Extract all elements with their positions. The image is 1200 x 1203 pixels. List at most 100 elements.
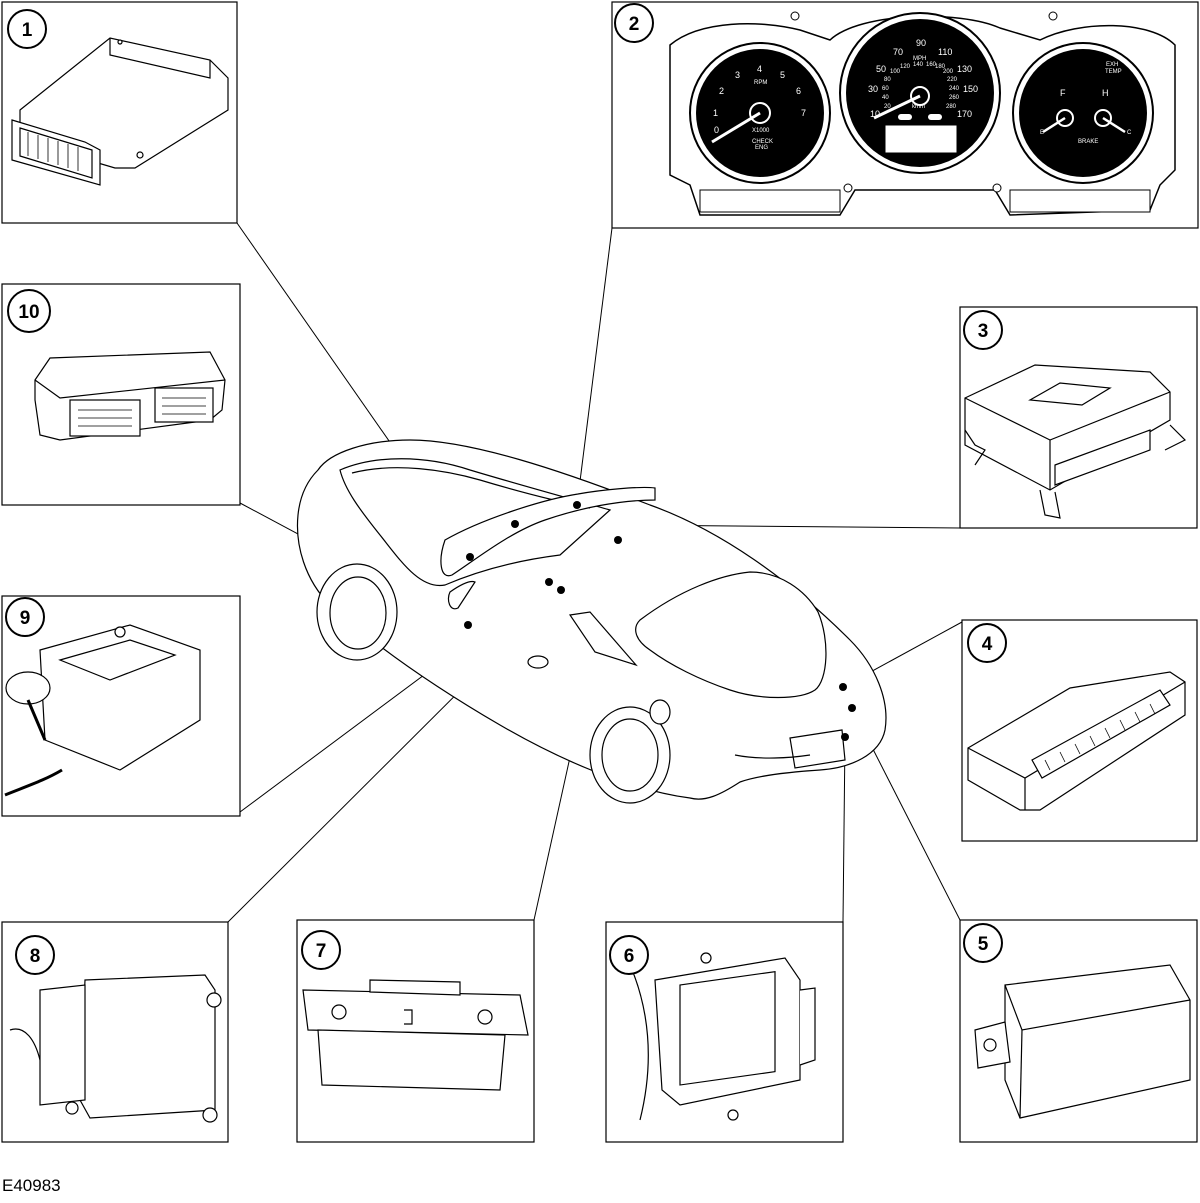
dot-6 — [841, 733, 849, 741]
car-side-vent — [527, 655, 549, 669]
module5-corner — [1019, 1029, 1023, 1119]
speedo-kmh-140: 140 — [913, 62, 924, 68]
control-module-5 — [974, 964, 1191, 1119]
speedo-mph-70: 70 — [893, 47, 903, 57]
speedo-kmh-180: 180 — [935, 64, 946, 70]
callout-3-label: 3 — [978, 321, 989, 342]
cluster-screw-left — [843, 183, 853, 193]
fuel-empty-label: E — [1040, 130, 1044, 136]
speedo-kmh-20: 20 — [884, 104, 891, 110]
callout-2-label: 2 — [629, 14, 640, 35]
module4-connector — [1031, 689, 1171, 779]
dot-5 — [848, 704, 856, 712]
dot-9 — [545, 578, 553, 586]
cluster-bracket-left — [699, 189, 841, 213]
car-sidelight — [649, 699, 671, 725]
callout-1: 1 — [7, 9, 47, 49]
callout-6: 6 — [609, 935, 649, 975]
speedo-mph-10: 10 — [870, 109, 880, 119]
selector-bolt — [114, 626, 126, 638]
dot-4 — [839, 683, 847, 691]
control-module-10 — [34, 351, 226, 441]
callout-6-label: 6 — [624, 946, 635, 967]
odometer-display — [885, 125, 957, 153]
engine-control-module — [11, 37, 229, 186]
selector-gate — [58, 639, 177, 681]
temp-needle — [1102, 116, 1126, 134]
tach-label-2: 2 — [719, 86, 724, 96]
callout-10-label: 10 — [18, 302, 39, 323]
tach-x1000-label: X1000 — [752, 128, 770, 134]
callout-5-label: 5 — [978, 934, 989, 955]
module7-nut-right — [477, 1009, 493, 1025]
module10-pins — [78, 397, 206, 427]
module8-wire — [9, 1028, 41, 1061]
control-module-8 — [9, 974, 222, 1123]
dot-2 — [573, 501, 581, 509]
speedo-kmh-200: 200 — [943, 69, 954, 75]
module10-top-edge — [34, 379, 226, 399]
speedo-kmh-100: 100 — [890, 69, 901, 75]
callout-4-label: 4 — [982, 634, 993, 655]
module7-housing — [317, 1029, 506, 1091]
speedo-mph-150: 150 — [963, 84, 978, 94]
ecm-bolt-top — [117, 39, 123, 45]
dot-10 — [464, 621, 472, 629]
ecm-pins — [27, 132, 79, 171]
callout-3: 3 — [963, 310, 1003, 350]
module3-housing — [964, 364, 1171, 491]
fuel-full-label: F — [1060, 88, 1066, 98]
car-outline — [296, 439, 887, 804]
speedo-kmh-80: 80 — [884, 77, 891, 83]
speedo-kmh-240: 240 — [949, 86, 960, 92]
module4-pins — [1044, 703, 1156, 771]
speedo-kmh-280: 280 — [946, 104, 957, 110]
speedo-mph-170: 170 — [957, 109, 972, 119]
gear-selector-module — [4, 624, 201, 797]
module3-bracket-left — [964, 429, 986, 466]
module6-connector — [799, 987, 816, 1066]
control-module-3 — [964, 364, 1187, 519]
speedo-kmh-60: 60 — [882, 86, 889, 92]
ecm-top-edge — [109, 38, 211, 79]
callout-5: 5 — [963, 923, 1003, 963]
module7-nut-left — [331, 1004, 347, 1020]
fuel-needle — [1042, 116, 1066, 134]
module8-bolt-left — [65, 1101, 79, 1115]
speedo-mph-30: 30 — [868, 84, 878, 94]
speedo-kmh-40: 40 — [882, 95, 889, 101]
tach-label-7: 7 — [801, 108, 806, 118]
speedo-kmh-120: 120 — [900, 64, 911, 70]
module3-bracket-bottom — [1039, 489, 1061, 519]
tach-rpm-label: RPM — [754, 80, 767, 86]
module6-label — [679, 970, 776, 1086]
module7-clip — [404, 1009, 413, 1025]
module6-bolt-bottom — [727, 1109, 739, 1121]
cluster-screw-top-right — [1048, 11, 1058, 21]
tach-label-4: 4 — [757, 64, 762, 74]
leader-line-2 — [576, 227, 613, 506]
speedo-kmh-160: 160 — [926, 62, 937, 68]
leader-line-6 — [842, 736, 846, 923]
speedo-kmh-220: 220 — [947, 77, 958, 83]
car-front-wheel-inner — [601, 718, 659, 792]
cluster-screw-right — [992, 183, 1002, 193]
control-module-6 — [619, 944, 816, 1121]
dot-7 — [614, 536, 622, 544]
speedo-kmh-260: 260 — [949, 95, 960, 101]
car-roof — [339, 458, 612, 587]
speedo-indicator-left — [898, 114, 912, 120]
figure-code: E40983 — [2, 1176, 61, 1195]
car-windscreen — [635, 571, 827, 699]
speedo-indicator-right — [928, 114, 942, 120]
control-module-7 — [302, 979, 529, 1091]
module5-bracket-hole — [983, 1038, 997, 1052]
car-rear-wheel-inner — [329, 576, 387, 650]
car-open-door — [440, 486, 656, 577]
module8-bolt-top — [206, 992, 222, 1008]
module8-housing — [79, 974, 216, 1119]
callout-4: 4 — [967, 623, 1007, 663]
tach-needle — [711, 111, 761, 144]
tach-label-3: 3 — [735, 70, 740, 80]
